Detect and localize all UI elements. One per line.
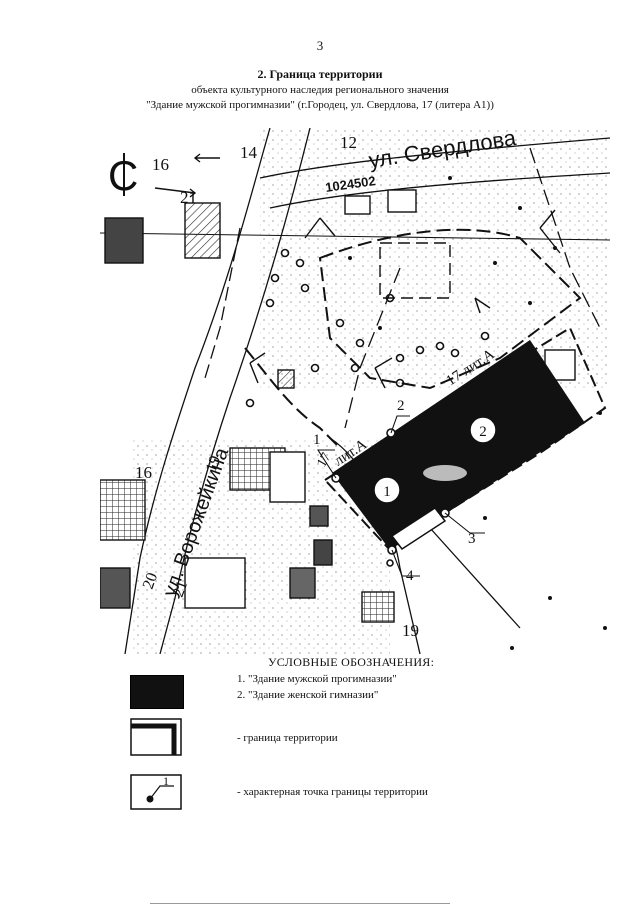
north-symbol: С [108, 152, 138, 199]
page-number: 3 [316, 38, 324, 53]
map-texture [260, 128, 610, 388]
legend-boundary-text: - граница территории [237, 732, 338, 744]
object-2-label: 2 [479, 424, 487, 440]
object-marker-2: 2 [469, 416, 497, 444]
point-3-label: 3 [468, 531, 476, 547]
house-number-19-bottom: 19 [402, 621, 419, 640]
subtitle-line-2: "Здание мужской прогимназии" (г.Городец,… [146, 99, 494, 111]
legend-point-number: 1 [163, 774, 169, 788]
legend-item-1: 1. "Здание мужской прогимназии" [237, 673, 397, 685]
page-bottom-rule [150, 903, 450, 904]
house-number-21-bottom: 21 [170, 579, 191, 600]
building-label-smudge [423, 465, 467, 481]
house-number-19: 19 [203, 454, 224, 475]
subtitle-line-1: объекта культурного наследия регионально… [191, 84, 449, 96]
house-number-14: 14 [240, 143, 258, 162]
map-arrows [154, 153, 561, 389]
legend-building-swatch [130, 675, 184, 709]
page-title: 2. Граница территории [257, 67, 383, 81]
object-marker-1: 1 [373, 476, 401, 504]
point-4-label: 4 [406, 568, 414, 584]
trees [245, 248, 490, 408]
house-number-17: 17 [314, 450, 334, 470]
object-1-label: 1 [383, 484, 391, 500]
point-1-label: 1 [313, 432, 321, 448]
legend-point-text: - характерная точка границы территории [237, 786, 428, 798]
legend-boundary-swatch [130, 718, 182, 756]
house-number-16-top: 16 [152, 155, 169, 174]
map-marks [348, 176, 607, 650]
north-letter: С [108, 152, 138, 199]
point-leaders [316, 415, 485, 577]
point-2-label: 2 [397, 398, 405, 414]
house-number-16-left: 16 [135, 463, 152, 482]
green-area-outlines [244, 228, 582, 449]
house-number-12: 12 [340, 133, 357, 152]
house-number-20: 20 [140, 571, 161, 592]
territory-map: 1 2 1 2 3 4 17 лит.А лит.А С ул. Свердло… [100, 128, 610, 654]
legend-title: УСЛОВНЫЕ ОБОЗНАЧЕНИЯ: [268, 655, 435, 669]
legend-point-swatch: 1 [130, 774, 182, 810]
cadastral-number: 1024502 [324, 173, 376, 195]
building-wing [390, 506, 447, 551]
legend-item-2: 2. "Здание женской гимназии" [237, 689, 379, 701]
small-buildings [100, 189, 576, 623]
